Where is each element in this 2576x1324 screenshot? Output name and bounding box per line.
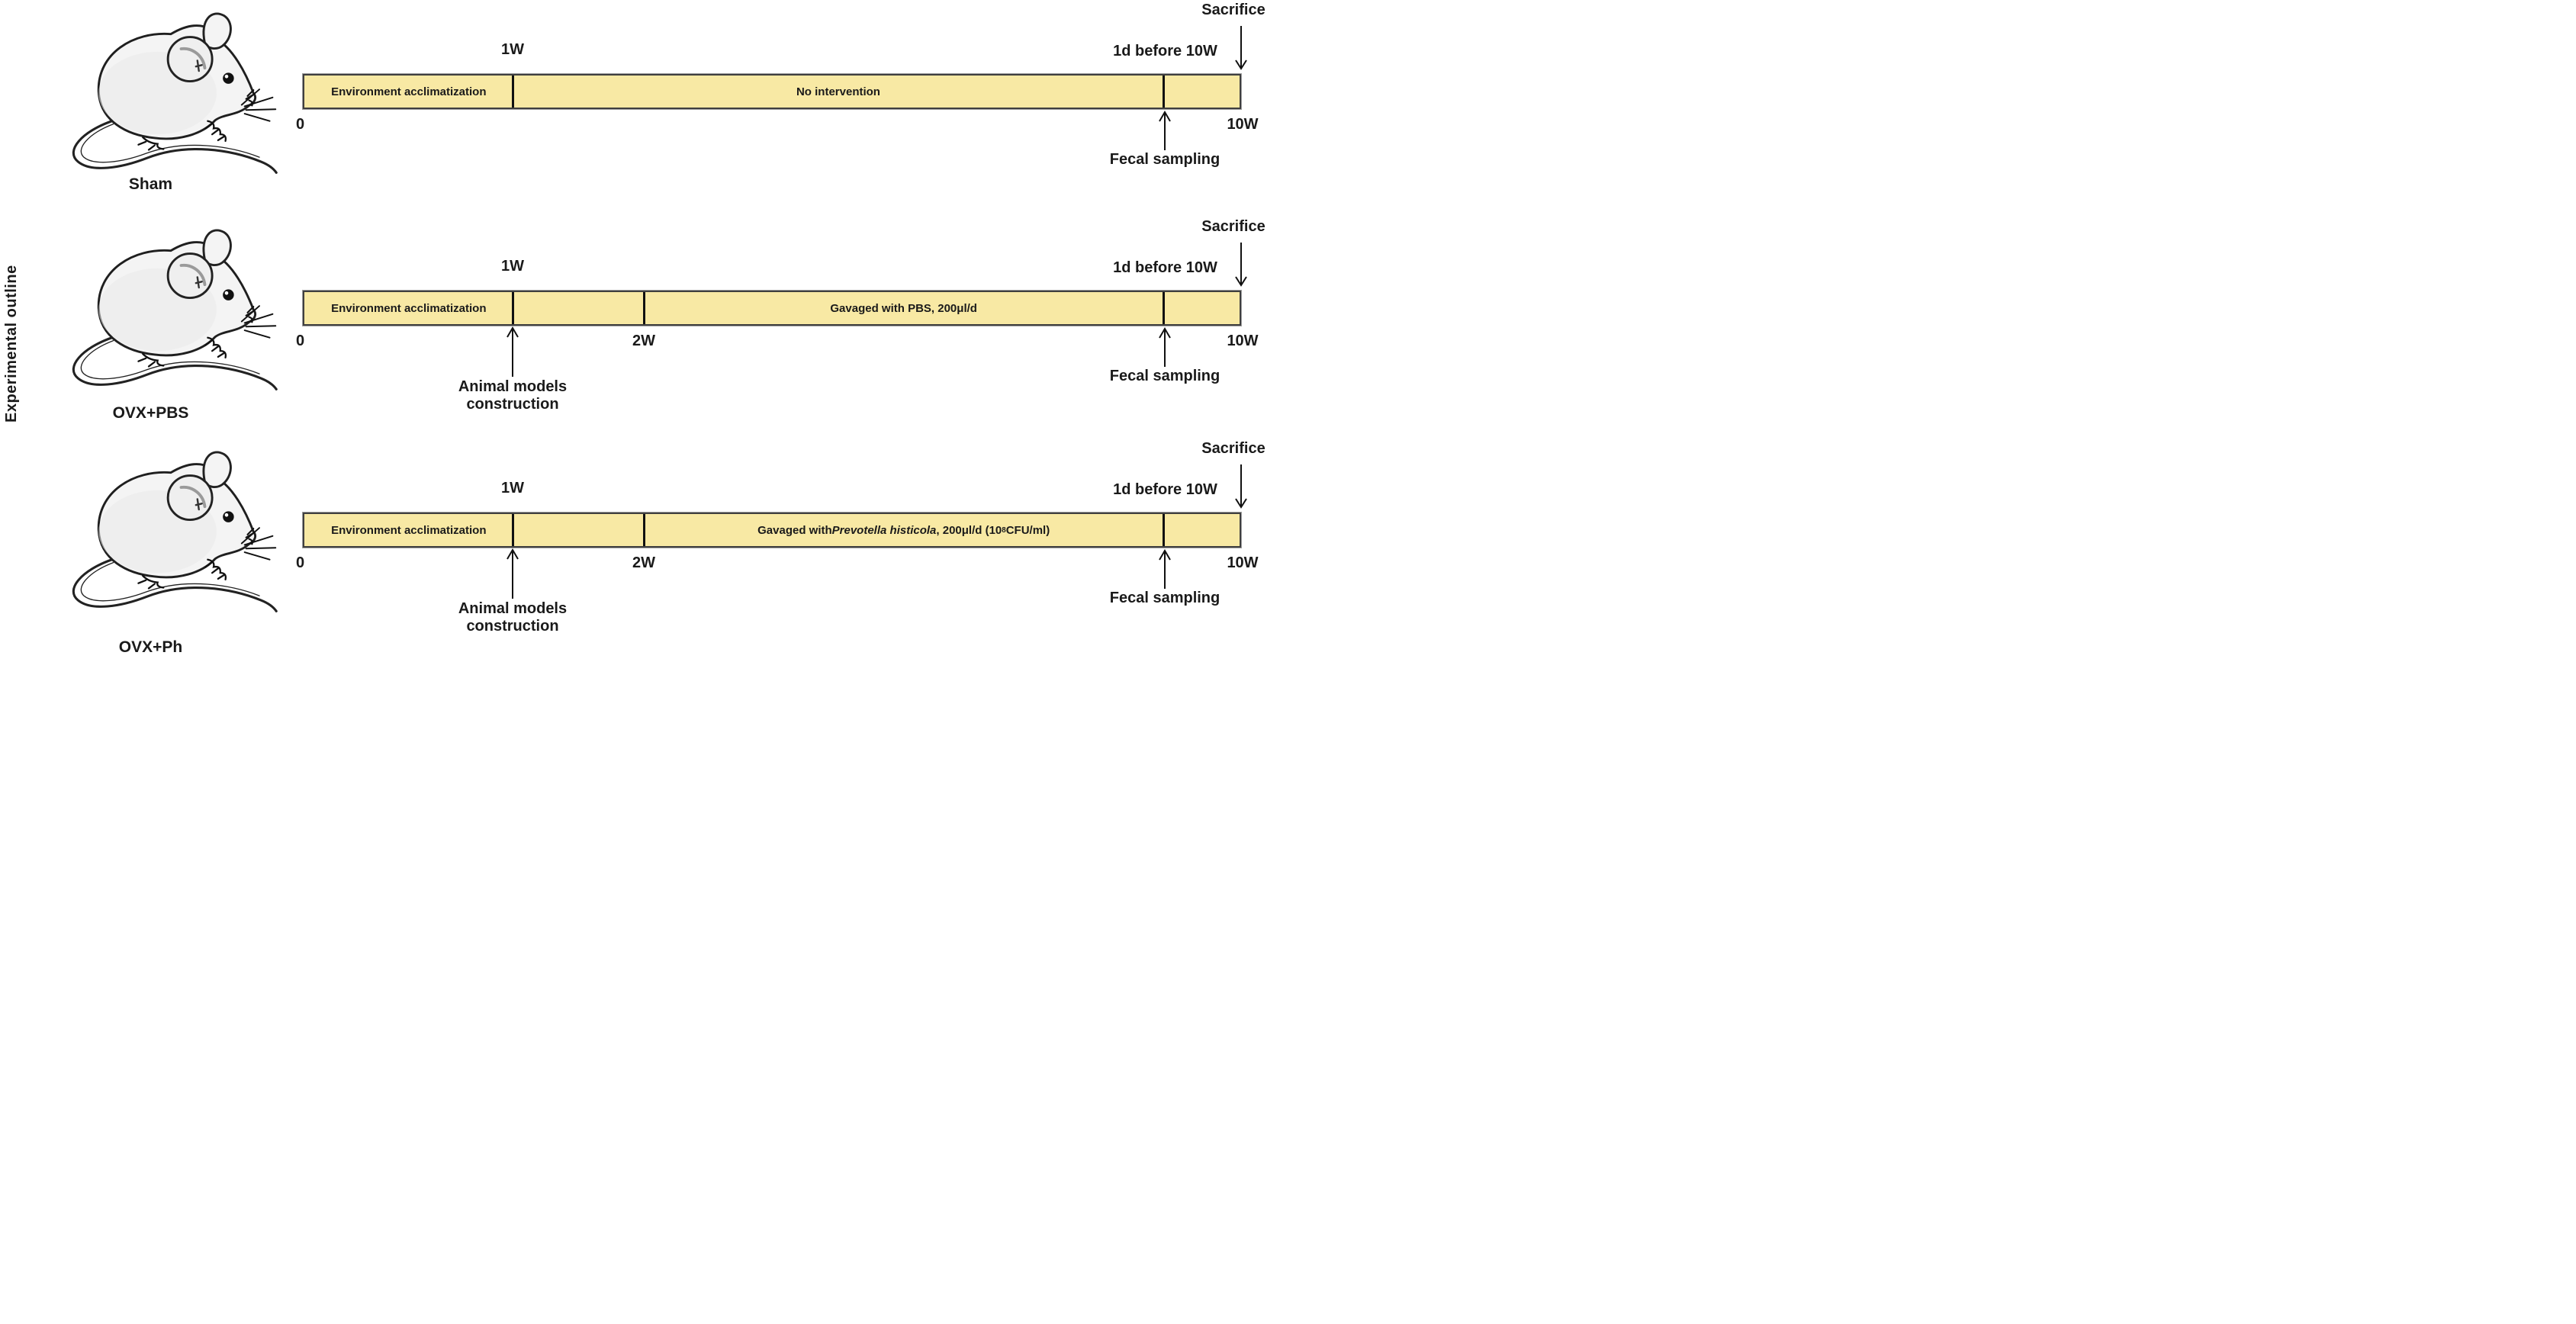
phase-model-construction: [513, 292, 644, 324]
week2-divider: [642, 514, 645, 546]
mouse-illustration: [72, 450, 278, 613]
group-label: Sham: [128, 175, 173, 193]
phase-environment-acclimatization: Environment acclimatization: [331, 523, 487, 537]
group-label: OVX+Ph: [118, 638, 183, 656]
end-tick-label: 10W: [1227, 554, 1259, 571]
week1-divider: [512, 76, 515, 108]
timeline-group-ovx-pbs: OVX+PBS Sacrifice 1d before 10W 1W Envir…: [0, 217, 1288, 438]
week1-tick-label: 1W: [501, 258, 524, 275]
phase-environment-acclimatization: Environment acclimatization: [331, 301, 487, 315]
timeline-bar: Environment acclimatization No intervent…: [303, 74, 1241, 109]
week1-tick-label: 1W: [501, 480, 524, 496]
start-tick-label: 0: [296, 554, 305, 571]
sacrifice-label: Sacrifice: [1201, 440, 1265, 457]
week2-divider: [642, 292, 645, 324]
week1-divider: [512, 514, 515, 546]
fecal-sampling-label: Fecal sampling: [1109, 151, 1220, 168]
before-sacrifice-label: 1d before 10W: [1113, 481, 1217, 498]
model-construction-label: Animal models construction: [458, 378, 568, 413]
fecal-sampling-label: Fecal sampling: [1109, 368, 1220, 384]
timeline-group-ovx-ph: OVX+Ph Sacrifice 1d before 10W 1W Enviro…: [0, 439, 1288, 660]
timeline-bar: Environment acclimatization Gavaged with…: [303, 513, 1241, 548]
fecal-sampling-label: Fecal sampling: [1109, 590, 1220, 606]
week1-tick-label: 1W: [501, 41, 524, 58]
before-sacrifice-label: 1d before 10W: [1113, 259, 1217, 276]
phase-main: Gavaged with PBS, 200μl/d: [830, 301, 977, 315]
start-tick-label: 0: [296, 333, 305, 349]
sacrifice-label: Sacrifice: [1201, 2, 1265, 18]
fecal-divider: [1162, 292, 1165, 324]
model-construction-arrow-icon: [506, 548, 519, 600]
fecal-sampling-arrow-icon: [1158, 327, 1172, 368]
sacrifice-label: Sacrifice: [1201, 218, 1265, 235]
week2-tick-label: 2W: [632, 333, 655, 349]
end-tick-label: 10W: [1227, 116, 1259, 133]
phase-main: Gavaged with Prevotella histicola, 200μl…: [757, 523, 1050, 537]
start-tick-label: 0: [296, 116, 305, 133]
phase-final: [1163, 76, 1240, 108]
fecal-divider: [1162, 76, 1165, 108]
phase-environment-acclimatization: Environment acclimatization: [331, 85, 487, 98]
phase-final: [1163, 514, 1240, 546]
group-label: OVX+PBS: [112, 404, 189, 422]
end-tick-label: 10W: [1227, 333, 1259, 349]
model-construction-label: Animal models construction: [458, 600, 568, 635]
mouse-illustration: [72, 228, 278, 391]
phase-final: [1163, 292, 1240, 324]
phase-main: No intervention: [796, 85, 880, 98]
model-construction-arrow-icon: [506, 326, 519, 378]
timeline-group-sham: Sham Sacrifice 1d before 10W 1W Environm…: [0, 0, 1288, 221]
before-sacrifice-label: 1d before 10W: [1113, 43, 1217, 59]
mouse-illustration: [72, 11, 278, 175]
fecal-sampling-arrow-icon: [1158, 549, 1172, 590]
week2-tick-label: 2W: [632, 554, 655, 571]
fecal-divider: [1162, 514, 1165, 546]
timeline-bar: Environment acclimatization Gavaged with…: [303, 291, 1241, 326]
week1-divider: [512, 292, 515, 324]
phase-model-construction: [513, 514, 644, 546]
fecal-sampling-arrow-icon: [1158, 111, 1172, 152]
